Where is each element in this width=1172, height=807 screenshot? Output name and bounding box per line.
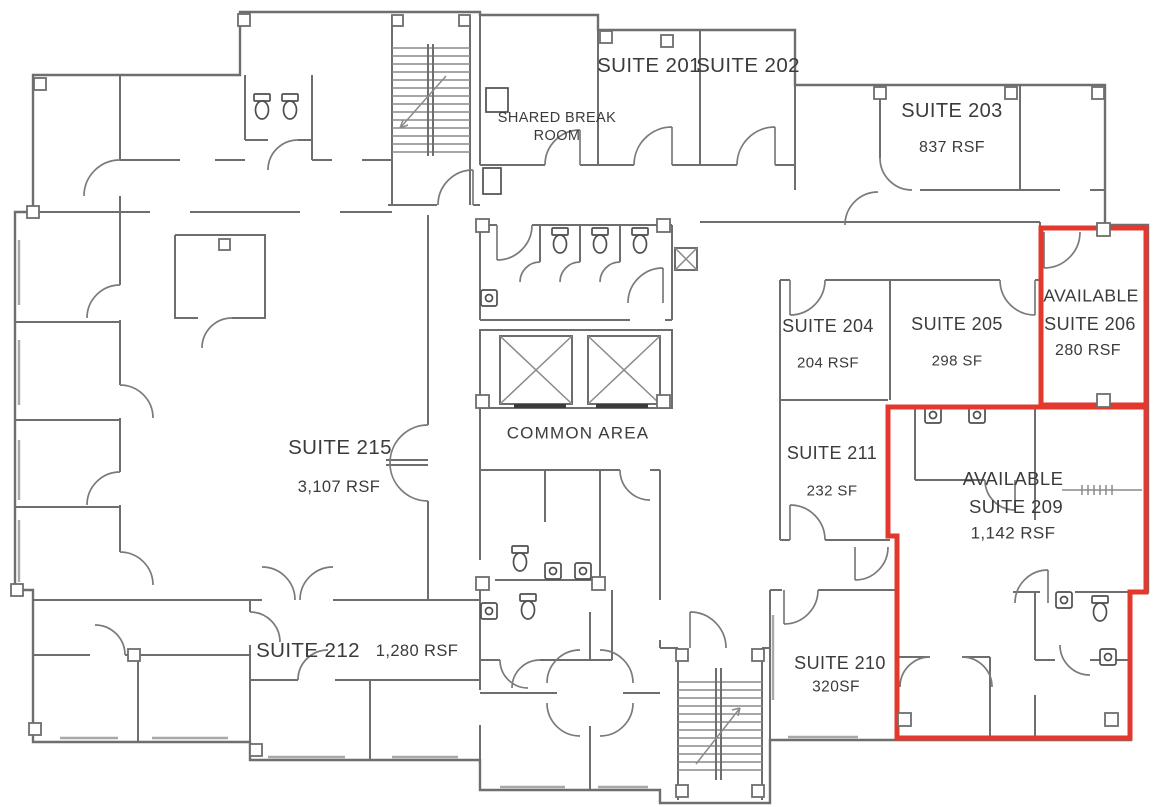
label-suite-211: SUITE 211 [786, 443, 878, 463]
interior-walls [15, 15, 1130, 800]
label-suite-205: SUITE 205 [911, 314, 1003, 334]
label-break-room-line1: SHARED BREAK [497, 109, 617, 126]
label-suite-215-area: 3,107 RSF [297, 477, 381, 496]
label-suite-212-area: 1,280 RSF [375, 641, 459, 660]
label-common-area: COMMON AREA [506, 423, 650, 443]
label-suite-204-area: 204 RSF [797, 354, 859, 372]
label-suite-210: SUITE 210 [794, 653, 886, 673]
label-suite-206-status: AVAILABLE [1043, 285, 1139, 306]
label-suite-204: SUITE 204 [782, 316, 874, 336]
label-suite-201: SUITE 201 [597, 53, 701, 77]
door-arcs [83, 126, 1091, 737]
suite-209-highlight [885, 404, 1149, 741]
label-suite-203: SUITE 203 [901, 100, 1003, 122]
label-suite-206-area: 280 RSF [1055, 342, 1121, 359]
label-suite-206: SUITE 206 [1044, 314, 1136, 334]
elevator-x-marks [499, 247, 698, 405]
label-suite-205-area: 298 SF [931, 352, 983, 370]
stairwell-bottom [678, 668, 762, 780]
label-suite-212: SUITE 212 [256, 638, 360, 662]
label-suite-202: SUITE 202 [696, 53, 800, 77]
window-lines [17, 240, 858, 789]
label-suite-209-status: AVAILABLE [962, 467, 1064, 489]
label-suite-215: SUITE 215 [288, 435, 392, 459]
label-suite-203-area: 837 RSF [919, 139, 985, 156]
label-suite-209-area: 1,142 RSF [970, 523, 1056, 543]
stairwell-top [392, 44, 470, 156]
label-suite-210-area: 320SF [812, 678, 860, 696]
window-hash-marks [1062, 485, 1142, 495]
label-break-room-line2: ROOM [533, 127, 581, 144]
column-posts [10, 13, 1119, 798]
label-suite-209: SUITE 209 [968, 495, 1064, 517]
restroom-fixtures [253, 87, 1117, 666]
label-suite-211-area: 232 SF [806, 482, 858, 500]
